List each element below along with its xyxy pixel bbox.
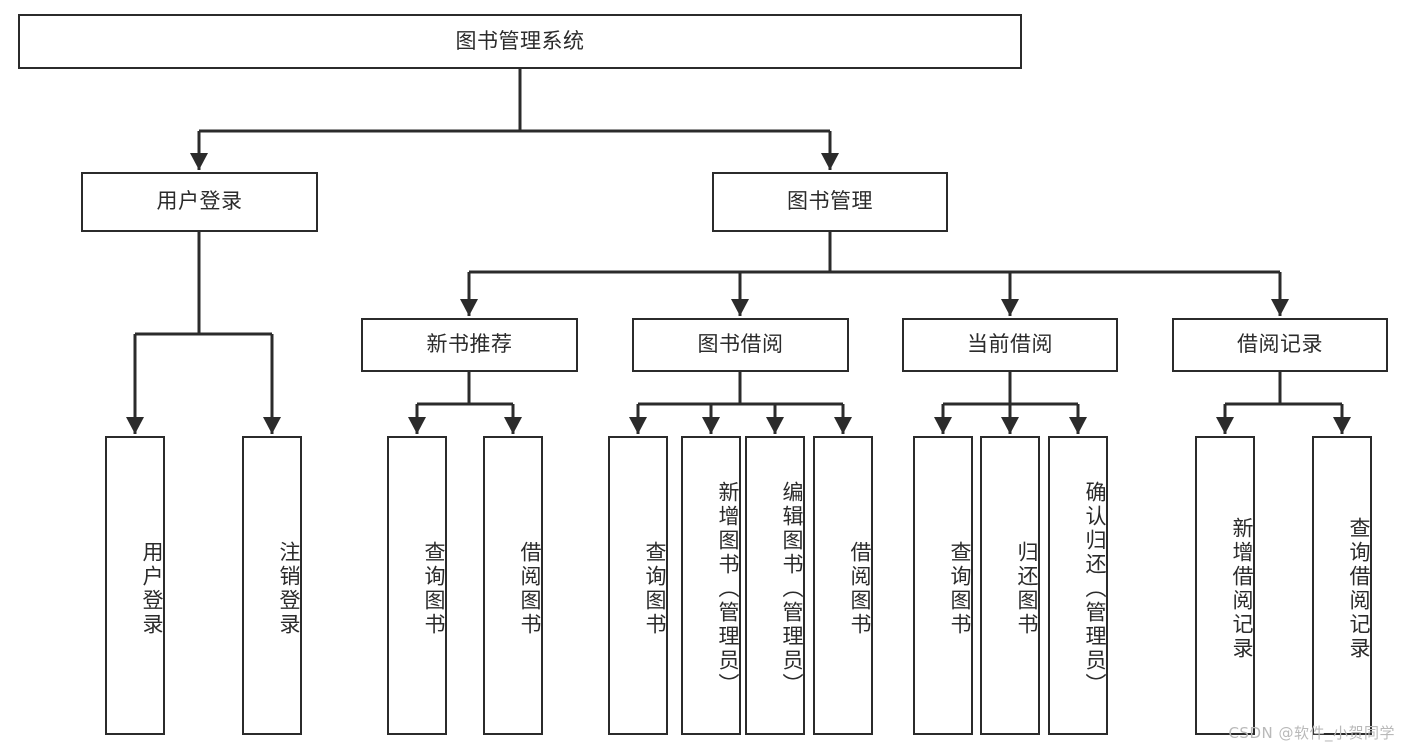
arrow-icon-root-to-level2-0 xyxy=(190,153,208,170)
node-leaf-add-book[interactable]: 新增图书（管理员） xyxy=(681,436,741,735)
node-user-login[interactable]: 用户登录 xyxy=(81,172,318,232)
connector-lines xyxy=(126,69,1351,434)
node-label-user-login: 用户登录 xyxy=(156,189,243,214)
node-leaf-query-book-2[interactable]: 查询图书 xyxy=(608,436,668,735)
arrow-icon-book-borrow-to-leaves-1 xyxy=(702,417,720,434)
node-label-borrow-record: 借阅记录 xyxy=(1237,332,1323,357)
node-leaf-query-book-1[interactable]: 查询图书 xyxy=(387,436,447,735)
node-label-leaf-query-book-1: 查询图书 xyxy=(422,540,446,637)
node-label-leaf-query-record: 查询借阅记录 xyxy=(1347,516,1371,661)
node-label-new-book-recommend: 新书推荐 xyxy=(426,332,513,357)
node-leaf-confirm-return[interactable]: 确认归还（管理员） xyxy=(1048,436,1108,735)
arrow-icon-new-book-to-leaves-1 xyxy=(504,417,522,434)
arrow-icon-book-borrow-to-leaves-3 xyxy=(834,417,852,434)
node-leaf-user-login[interactable]: 用户登录 xyxy=(105,436,165,735)
arrow-icon-root-to-level2-1 xyxy=(821,153,839,170)
node-label-leaf-return-book: 归还图书 xyxy=(1015,540,1039,637)
watermark-text: CSDN @软件_小贺同学 xyxy=(1228,724,1395,742)
node-leaf-edit-book[interactable]: 编辑图书（管理员） xyxy=(745,436,805,735)
node-new-book-recommend[interactable]: 新书推荐 xyxy=(361,318,578,372)
node-leaf-add-record[interactable]: 新增借阅记录 xyxy=(1195,436,1255,735)
arrow-icon-current-borrow-to-leaves-0 xyxy=(934,417,952,434)
arrow-icon-book-manage-to-level3-0 xyxy=(460,299,478,316)
node-leaf-logout[interactable]: 注销登录 xyxy=(242,436,302,735)
arrow-icon-user-login-to-leaves-0 xyxy=(126,417,144,434)
arrow-icon-book-borrow-to-leaves-2 xyxy=(766,417,784,434)
node-leaf-borrow-book-2[interactable]: 借阅图书 xyxy=(813,436,873,735)
node-leaf-query-record[interactable]: 查询借阅记录 xyxy=(1312,436,1372,735)
node-book-manage[interactable]: 图书管理 xyxy=(712,172,948,232)
node-root[interactable]: 图书管理系统 xyxy=(18,14,1022,69)
arrow-icon-current-borrow-to-leaves-2 xyxy=(1069,417,1087,434)
node-label-leaf-query-book-2: 查询图书 xyxy=(643,540,667,637)
node-label-leaf-add-book: 新增图书（管理员） xyxy=(716,480,740,697)
node-label-leaf-borrow-book-2: 借阅图书 xyxy=(848,540,872,637)
node-book-borrow[interactable]: 图书借阅 xyxy=(632,318,849,372)
node-label-leaf-add-record: 新增借阅记录 xyxy=(1230,516,1254,661)
node-label-leaf-confirm-return: 确认归还（管理员） xyxy=(1083,480,1107,697)
node-current-borrow[interactable]: 当前借阅 xyxy=(902,318,1118,372)
arrow-icon-book-manage-to-level3-1 xyxy=(731,299,749,316)
arrow-icon-borrow-record-to-leaves-0 xyxy=(1216,417,1234,434)
node-label-root: 图书管理系统 xyxy=(455,28,585,53)
node-leaf-query-book-3[interactable]: 查询图书 xyxy=(913,436,973,735)
arrow-icon-new-book-to-leaves-0 xyxy=(408,417,426,434)
node-label-leaf-logout: 注销登录 xyxy=(277,540,301,637)
arrow-icon-book-manage-to-level3-2 xyxy=(1001,299,1019,316)
node-label-book-manage: 图书管理 xyxy=(787,189,873,214)
node-label-leaf-query-book-3: 查询图书 xyxy=(948,540,972,637)
node-label-book-borrow: 图书借阅 xyxy=(697,332,784,357)
node-leaf-return-book[interactable]: 归还图书 xyxy=(980,436,1040,735)
node-leaf-borrow-book-1[interactable]: 借阅图书 xyxy=(483,436,543,735)
arrow-icon-book-borrow-to-leaves-0 xyxy=(629,417,647,434)
arrow-icon-book-manage-to-level3-3 xyxy=(1271,299,1289,316)
node-borrow-record[interactable]: 借阅记录 xyxy=(1172,318,1388,372)
node-label-leaf-borrow-book-1: 借阅图书 xyxy=(518,540,542,637)
node-label-current-borrow: 当前借阅 xyxy=(967,332,1053,357)
node-label-leaf-edit-book: 编辑图书（管理员） xyxy=(780,480,804,697)
arrow-icon-user-login-to-leaves-1 xyxy=(263,417,281,434)
arrow-icon-borrow-record-to-leaves-1 xyxy=(1333,417,1351,434)
node-label-leaf-user-login: 用户登录 xyxy=(140,540,164,637)
arrow-icon-current-borrow-to-leaves-1 xyxy=(1001,417,1019,434)
